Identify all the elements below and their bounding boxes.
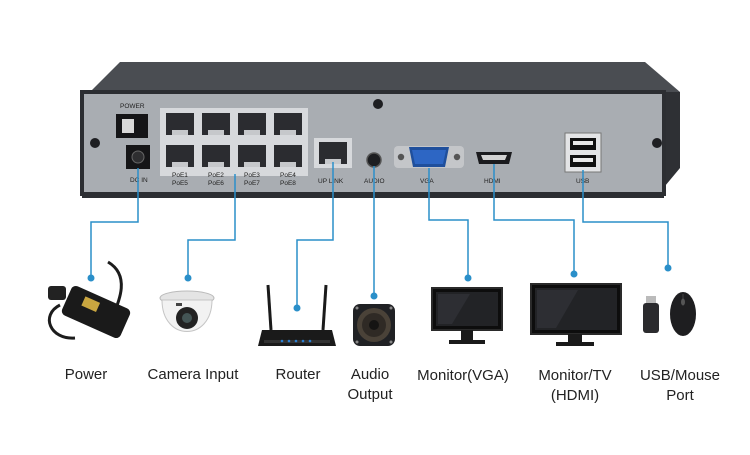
uplink-label: UP LINK [318,178,344,185]
device-label-audio: Audio Output [347,366,393,403]
device-label-camera: Camera Input [147,366,239,383]
poe6-label: PoE6 [208,180,224,187]
connector-hdmi [493,164,575,274]
audio-jack[interactable] [366,152,382,168]
mouse-icon [670,292,696,336]
connector-router [296,162,334,308]
usb-ports[interactable] [564,132,602,173]
screw-icon [373,99,383,109]
device-label-power: Power [64,366,108,383]
poe8-label: PoE8 [280,180,296,187]
poe-port-5[interactable] [166,145,194,167]
poe-port-6[interactable] [202,145,230,167]
connector-power [90,168,139,278]
poe-port-1[interactable] [166,113,194,135]
device-label-usb: USB/Mouse Port [639,367,721,404]
power-switch-rocker [122,119,134,133]
monitor-hdmi-icon [530,283,622,346]
nvr-top-cover [90,62,680,92]
poe-port-3[interactable] [238,113,266,135]
power-switch-label: POWER [120,103,145,110]
poe3-label: PoE3 [244,172,260,179]
connector-vga [428,168,469,278]
nvr-bottom-edge [82,192,664,198]
screw-icon [652,138,662,148]
connector-lines [90,162,669,308]
hdmi-label: HDMI [484,178,501,185]
power-adapter-icon [47,260,131,340]
poe-port-8[interactable] [274,145,302,167]
dome-camera-icon [159,290,215,332]
router-icon [258,284,336,346]
connector-camera [187,174,236,278]
poe-port-2[interactable] [202,113,230,135]
vga-label: VGA [420,178,434,185]
screw-icon [90,138,100,148]
poe1-label: PoE1 [172,172,188,179]
poe5-label: PoE5 [172,180,188,187]
hdmi-port[interactable] [476,152,512,164]
poe7-label: PoE7 [244,180,260,187]
device-label-vga: Monitor(VGA) [417,367,509,384]
dc-in-socket-icon [131,150,145,164]
poe4-label: PoE4 [280,172,296,179]
poe2-label: PoE2 [208,172,224,179]
device-label-hdmi: Monitor/TV (HDMI) [538,367,612,404]
connector-usb [582,170,669,268]
dc-in-label: DC IN [130,177,148,184]
vga-port[interactable] [394,146,464,168]
poe-port-4[interactable] [274,113,302,135]
uplink-port[interactable] [319,142,347,164]
monitor-vga-icon [431,287,503,344]
device-label-router: Router [275,366,321,383]
usb-drive-icon [643,296,659,333]
poe-port-block [160,108,308,176]
connector-dots [87,264,672,312]
poe-port-7[interactable] [238,145,266,167]
speaker-icon [353,304,395,346]
